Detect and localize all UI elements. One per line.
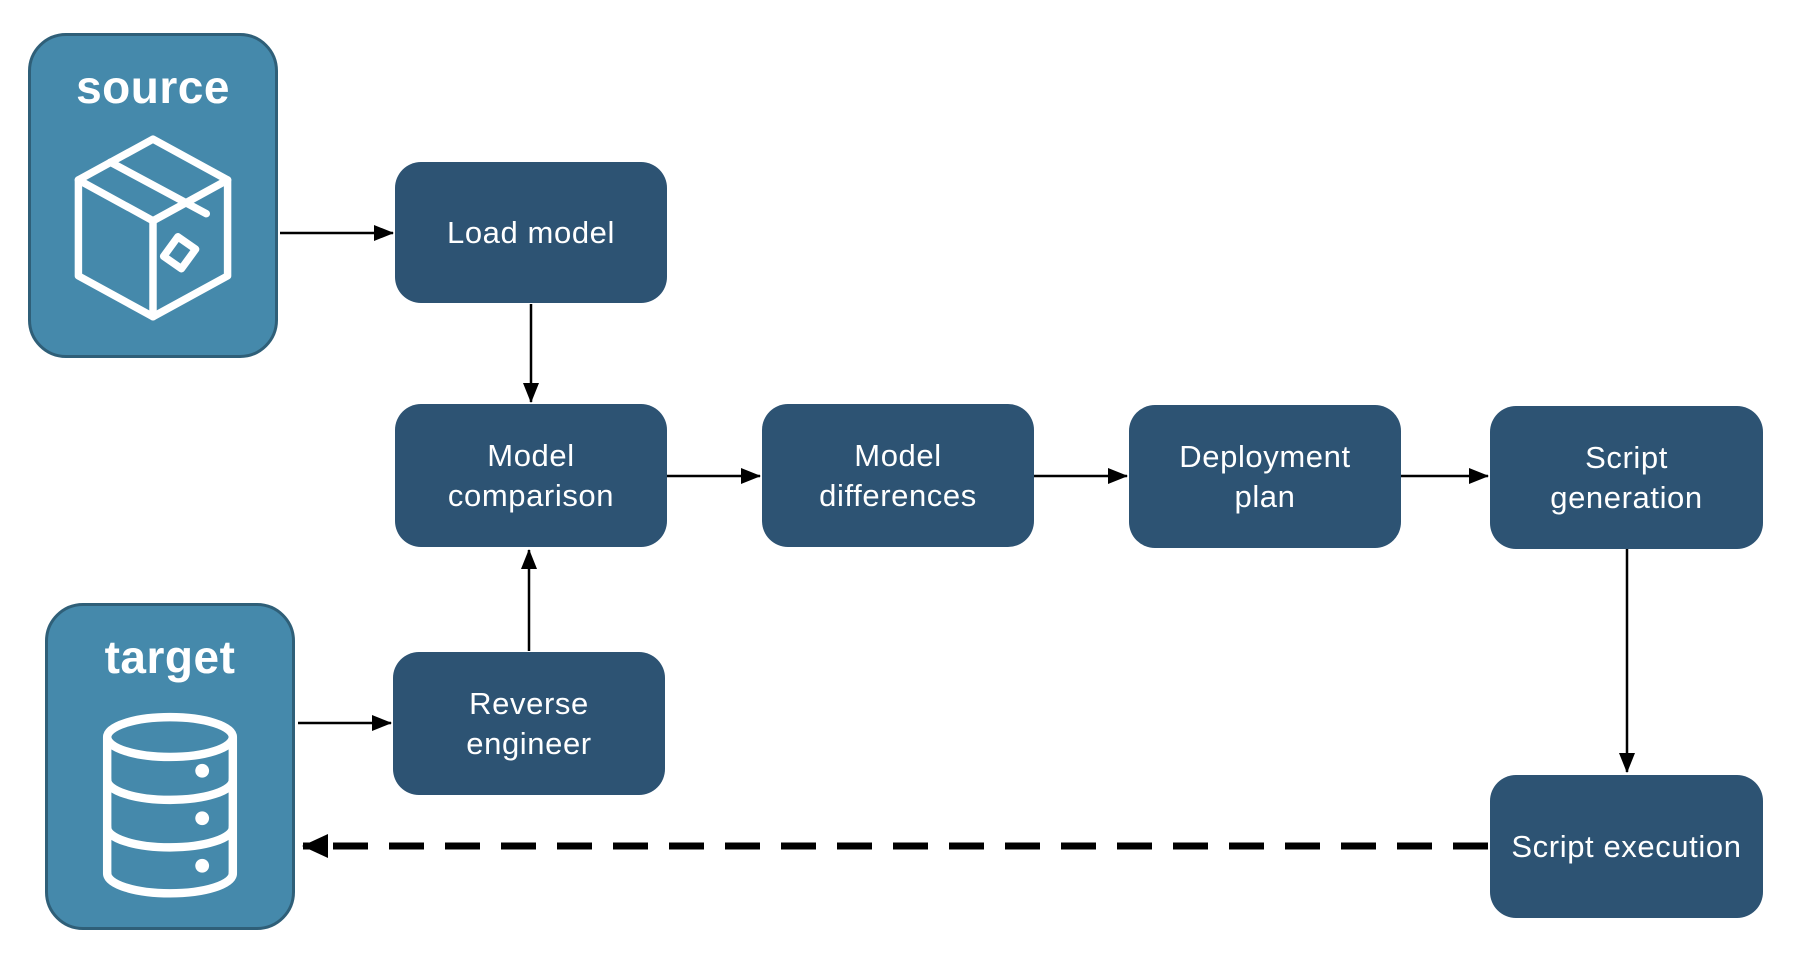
node-label: Deployment plan: [1179, 438, 1351, 514]
endpoint-source-label: source: [76, 61, 230, 113]
node-label: Model comparison: [447, 437, 615, 513]
database-icon: [48, 684, 292, 927]
node-label: Reverse engineer: [466, 685, 592, 761]
package-icon: [31, 114, 275, 355]
node-model-differences: Model differences: [762, 404, 1034, 547]
endpoint-target: target: [45, 603, 295, 930]
node-model-comparison: Model comparison: [395, 404, 667, 547]
node-label: Model differences: [819, 437, 977, 513]
node-label: Script generation: [1550, 439, 1703, 515]
endpoint-target-label: target: [104, 631, 236, 683]
node-deployment-plan: Deployment plan: [1129, 405, 1401, 548]
node-load-model: Load model: [395, 162, 667, 303]
node-script-execution: Script execution: [1490, 775, 1763, 918]
node-label: Load model: [446, 214, 615, 250]
node-script-generation: Script generation: [1490, 406, 1763, 549]
node-reverse-engineer: Reverse engineer: [393, 652, 665, 795]
node-label: Script execution: [1511, 828, 1742, 864]
endpoint-source: source: [28, 33, 278, 358]
